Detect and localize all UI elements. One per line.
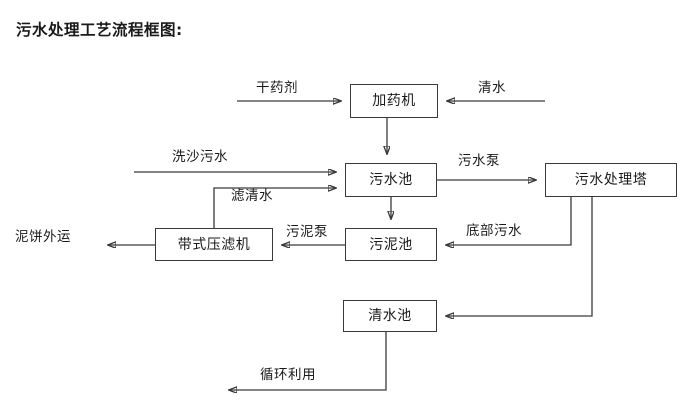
label-filtered-clear-water: 滤清水 — [231, 188, 273, 204]
wire-filtrate-to-sewage-pool — [213, 188, 336, 228]
label-bottom-sewage: 底部污水 — [466, 223, 522, 239]
page-title: 污水处理工艺流程框图: — [16, 21, 183, 39]
label-dry-agent: 干药剂 — [256, 80, 298, 96]
wire-clear-pool-to-recycle — [229, 332, 387, 390]
node-sludge-pool[interactable]: 污泥池 — [345, 228, 437, 261]
label-sludge-pump: 污泥泵 — [286, 224, 328, 240]
node-sewage-treatment-tower[interactable]: 污水处理塔 — [545, 163, 677, 197]
node-clear-water-pool[interactable]: 清水池 — [343, 300, 437, 332]
node-dosing-machine[interactable]: 加药机 — [350, 84, 438, 118]
node-sewage-pool[interactable]: 污水池 — [345, 163, 437, 197]
label-recycling-reuse: 循环利用 — [260, 367, 316, 383]
label-sand-washing-sewage: 洗沙污水 — [172, 149, 228, 165]
wire-tower-to-clear-pool — [446, 197, 593, 316]
label-sewage-pump: 污水泵 — [458, 153, 500, 169]
wire-tower-to-sludge-pool — [446, 197, 572, 245]
label-clean-water-input: 清水 — [478, 80, 506, 96]
label-mud-cake-transport-out: 泥饼外运 — [15, 229, 71, 245]
node-belt-filter-press[interactable]: 带式压滤机 — [155, 228, 273, 261]
